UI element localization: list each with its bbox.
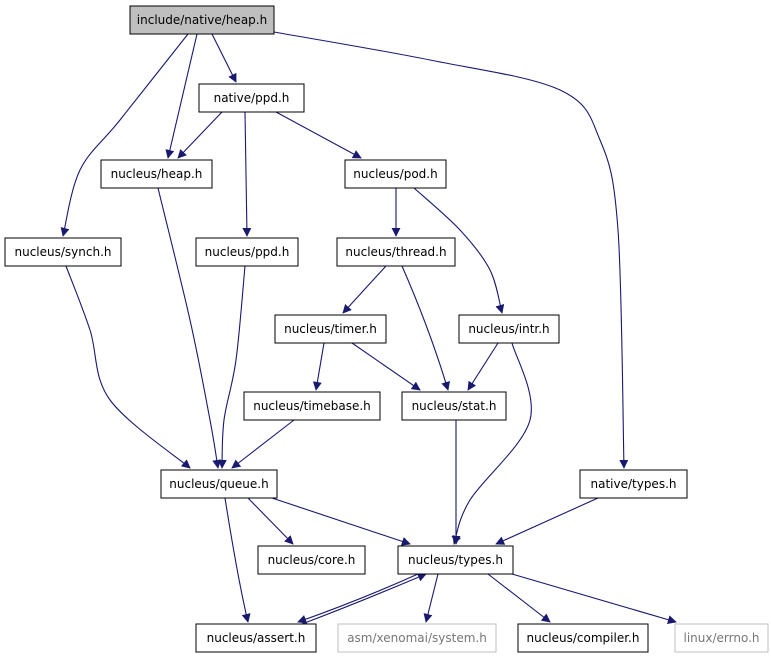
node-native-ppd[interactable]: native/ppd.h <box>198 83 305 113</box>
edge-nucleus-thread-to-nucleus-timer <box>342 265 387 314</box>
node-label: nucleus/timer.h <box>284 322 377 336</box>
node-native-types[interactable]: native/types.h <box>579 469 688 499</box>
edge-native-ppd-to-nucleus-pod <box>275 111 362 159</box>
node-box <box>274 314 387 344</box>
edge-nucleus-heap-to-nucleus-queue <box>157 187 222 469</box>
node-box <box>579 469 688 499</box>
node-asm-system: asm/xenomai/system.h <box>337 623 497 653</box>
edge-nucleus-synch-to-nucleus-queue <box>65 265 191 469</box>
dependency-edges <box>60 31 677 625</box>
node-nucleus-types[interactable]: nucleus/types.h <box>397 545 514 575</box>
node-label: native/ppd.h <box>214 91 290 105</box>
edge-nucleus-types-to-linux-errno <box>511 573 677 625</box>
edge-nucleus-intr-to-nucleus-stat <box>467 342 499 391</box>
edge-nucleus-queue-to-nucleus-types <box>271 497 411 546</box>
edge-native-types-to-nucleus-types <box>495 497 599 545</box>
node-box <box>4 237 122 267</box>
edge-native-ppd-to-nucleus-heap <box>177 111 223 159</box>
edge-nucleus-ppd-to-nucleus-queue <box>217 265 246 469</box>
node-nucleus-pod[interactable]: nucleus/pod.h <box>344 159 447 189</box>
node-nucleus-queue[interactable]: nucleus/queue.h <box>160 469 278 499</box>
node-box <box>257 545 366 575</box>
edge-nucleus-intr-to-nucleus-types <box>452 342 532 545</box>
node-label: native/types.h <box>590 477 676 491</box>
edge-root-to-nucleus-synch <box>60 33 189 237</box>
node-box <box>337 623 497 653</box>
node-box <box>517 623 649 653</box>
node-nucleus-intr[interactable]: nucleus/intr.h <box>458 314 560 344</box>
node-nucleus-ppd[interactable]: nucleus/ppd.h <box>195 237 299 267</box>
node-nucleus-stat[interactable]: nucleus/stat.h <box>401 391 507 421</box>
edge-nucleus-timer-to-nucleus-stat <box>351 342 421 391</box>
edge-root-to-native-types <box>273 31 629 469</box>
node-label: nucleus/timebase.h <box>253 399 371 413</box>
node-label: asm/xenomai/system.h <box>347 631 487 645</box>
node-box <box>674 623 769 653</box>
node-label: nucleus/synch.h <box>14 245 111 259</box>
node-nucleus-timer[interactable]: nucleus/timer.h <box>274 314 387 344</box>
edge-nucleus-timer-to-nucleus-timebase <box>312 342 325 391</box>
node-label: nucleus/types.h <box>408 553 503 567</box>
node-label: nucleus/thread.h <box>345 245 446 259</box>
node-label: nucleus/ppd.h <box>205 245 290 259</box>
node-nucleus-timebase[interactable]: nucleus/timebase.h <box>243 391 381 421</box>
node-label: nucleus/heap.h <box>111 167 203 181</box>
node-label: nucleus/compiler.h <box>527 631 640 645</box>
node-label: nucleus/stat.h <box>412 399 497 413</box>
node-box <box>397 545 514 575</box>
node-box <box>195 623 317 653</box>
node-box <box>160 469 278 499</box>
node-nucleus-assert[interactable]: nucleus/assert.h <box>195 623 317 653</box>
node-box <box>243 391 381 421</box>
edge-nucleus-types-to-nucleus-assert <box>297 573 419 624</box>
node-box <box>198 83 305 113</box>
node-box <box>344 159 447 189</box>
node-label: include/native/heap.h <box>137 13 267 27</box>
node-label: nucleus/intr.h <box>468 322 549 336</box>
edge-nucleus-pod-to-nucleus-intr <box>413 187 505 314</box>
edge-nucleus-queue-to-nucleus-assert <box>224 497 251 623</box>
node-label: linux/errno.h <box>683 631 759 645</box>
node-nucleus-core[interactable]: nucleus/core.h <box>257 545 366 575</box>
edge-nucleus-queue-to-nucleus-core <box>247 497 294 545</box>
node-box <box>129 5 275 35</box>
node-linux-errno: linux/errno.h <box>674 623 769 653</box>
node-nucleus-synch[interactable]: nucleus/synch.h <box>4 237 122 267</box>
node-box <box>195 237 299 267</box>
edge-root-to-nucleus-heap <box>165 33 198 159</box>
edge-nucleus-types-to-nucleus-compiler <box>487 573 551 623</box>
file-nodes: include/native/heap.h native/ppd.h nucleus… <box>4 5 769 653</box>
node-box <box>100 159 213 189</box>
node-nucleus-heap[interactable]: nucleus/heap.h <box>100 159 213 189</box>
node-label: nucleus/core.h <box>268 553 356 567</box>
node-box <box>401 391 507 421</box>
edge-nucleus-timebase-to-nucleus-queue <box>231 419 295 469</box>
node-label: nucleus/queue.h <box>169 477 268 491</box>
node-label: nucleus/pod.h <box>353 167 437 181</box>
edge-native-ppd-to-nucleus-ppd <box>242 111 252 237</box>
node-box <box>458 314 560 344</box>
node-label: nucleus/assert.h <box>207 631 306 645</box>
edge-nucleus-assert-to-nucleus-types <box>301 573 427 625</box>
edge-nucleus-types-to-asm-system <box>423 573 439 623</box>
edge-root-to-native-ppd <box>211 33 237 83</box>
node-root: include/native/heap.h <box>129 5 275 35</box>
node-box <box>336 237 456 267</box>
node-nucleus-compiler[interactable]: nucleus/compiler.h <box>517 623 649 653</box>
node-nucleus-thread[interactable]: nucleus/thread.h <box>336 237 456 267</box>
edge-nucleus-thread-to-nucleus-stat <box>401 265 450 391</box>
